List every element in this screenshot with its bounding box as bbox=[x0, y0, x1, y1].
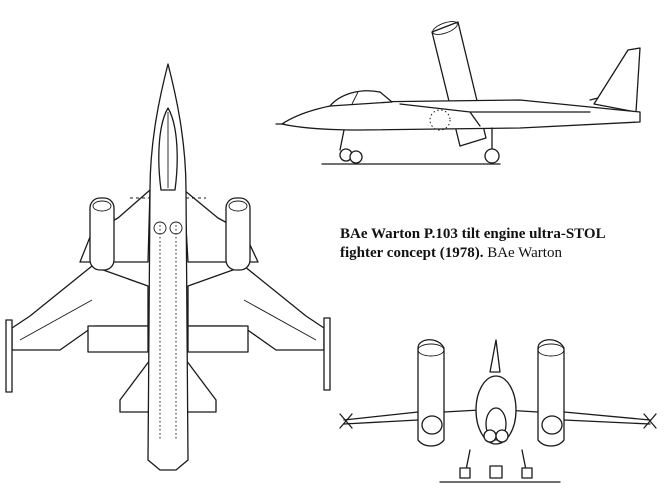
side-fin bbox=[594, 48, 640, 112]
caption-credit: BAe Warton bbox=[487, 245, 562, 261]
plan-engine-right bbox=[226, 198, 250, 270]
plan-tailplane-left bbox=[120, 360, 150, 412]
side-fuselage bbox=[282, 100, 640, 130]
plan-engine-left bbox=[90, 198, 114, 270]
front-fin bbox=[490, 340, 500, 372]
plan-tailplane-right bbox=[186, 360, 216, 412]
plan-outer-wing-left bbox=[12, 266, 148, 350]
plan-missile-right bbox=[324, 318, 330, 390]
plan-outer-wing-right bbox=[188, 266, 324, 350]
figure-caption: BAe Warton P.103 tilt engine ultra-STOL … bbox=[340, 225, 640, 263]
caption-title-line-2: fighter concept (1978). bbox=[340, 245, 484, 261]
plan-view bbox=[6, 64, 330, 470]
plan-flap-right bbox=[188, 326, 248, 352]
plan-flap-left bbox=[88, 326, 148, 352]
front-wing bbox=[344, 410, 650, 420]
side-canopy bbox=[330, 91, 392, 106]
plan-fuselage bbox=[148, 64, 188, 470]
side-view bbox=[276, 19, 640, 164]
caption-title-line-1: BAe Warton P.103 tilt engine ultra-STOL bbox=[340, 226, 606, 242]
plan-canopy bbox=[159, 108, 177, 190]
caption-line-2: fighter concept (1978). BAe Warton bbox=[340, 244, 640, 263]
front-view bbox=[340, 340, 656, 482]
plan-missile-left bbox=[6, 320, 12, 392]
